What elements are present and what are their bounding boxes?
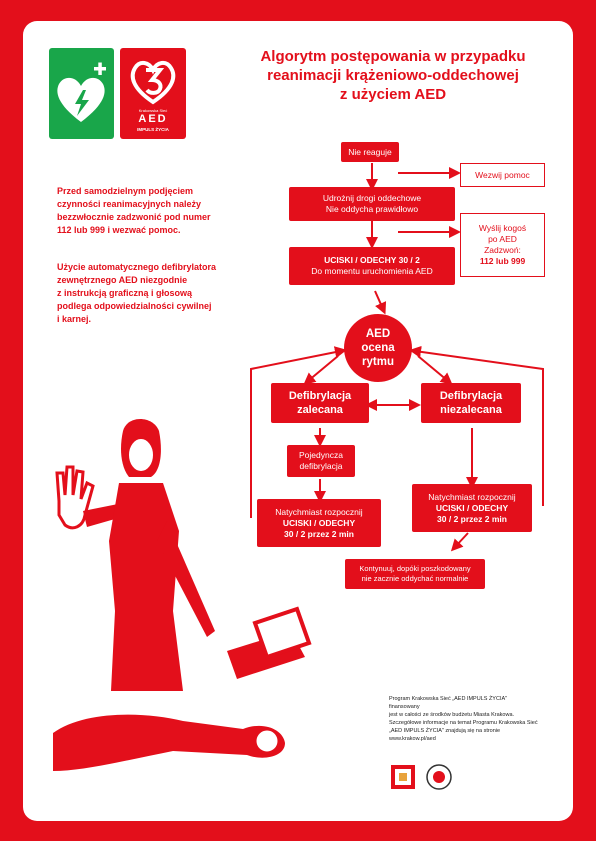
cpr-main-sub: Do momentu uruchomienia AED — [311, 266, 433, 276]
flowchart-arrows — [250, 163, 544, 552]
arrow-loop-right — [409, 345, 544, 506]
logo-aed-text: AED — [138, 113, 168, 125]
arrow-loop-left — [250, 346, 347, 518]
heart-aed-icon — [57, 62, 106, 122]
arrow-cpr-to-aed — [374, 290, 387, 315]
title-line-3: z użyciem AED — [339, 86, 447, 103]
aed-impuls-logo: Krakowska Sieć AED IMPULS ŻYCIA — [120, 48, 186, 139]
intro-paragraph-call: Przed samodzielnym podjęciem czynności r… — [57, 186, 211, 235]
box-defib-not-recommended: Defibrylacja niezalecana — [421, 383, 521, 423]
aed-green-logo — [49, 48, 114, 139]
cpr-main-title: UCISKI / ODECHY 30 / 2 — [324, 255, 420, 265]
immediate-left-line-1: Natychmiast rozpocznij — [275, 506, 363, 517]
immediate-right-line-2: UCISKI / ODECHY — [435, 502, 509, 513]
immediate-left-line-2: UCISKI / ODECHY — [282, 517, 356, 528]
box-defib-recommended: Defibrylacja zalecana — [271, 383, 369, 423]
rescuer-illustration — [53, 419, 312, 771]
box-no-response: Nie reaguje — [341, 142, 399, 162]
arrow-to-continue — [450, 532, 469, 552]
arrow-aed-to-recommended — [303, 355, 339, 385]
logo-program-text: IMPULS ŻYCIA — [137, 127, 169, 132]
title-line-2: reanimacji krążeniowo-oddechowej — [267, 67, 519, 84]
intro-paragraph-liability: Użycie automatycznego defibrylatora zewn… — [57, 262, 217, 324]
circle-aed-assess: AED ocena rytmu — [344, 314, 412, 382]
city-seal-icon — [426, 764, 452, 790]
poster-title: Algorytm postępowania w przypadku reanim… — [228, 47, 558, 104]
footer-program-info: Program Krakowska Sieć „AED IMPULS ŻYCIA… — [389, 696, 538, 742]
send-someone-text: Wyślij kogoś po AED Zadzwoń: — [478, 223, 527, 255]
immediate-right-line-3: 30 / 2 przez 2 min — [437, 513, 507, 524]
immediate-right-line-1: Natychmiast rozpocznij — [428, 491, 516, 502]
box-cpr-main: UCISKI / ODECHY 30 / 2 Do momentu urucho… — [289, 247, 455, 285]
box-immediate-left: Natychmiast rozpocznij UCISKI / ODECHY 3… — [257, 499, 381, 547]
box-call-help: Wezwij pomoc — [460, 163, 545, 187]
aed-heart-logo-icon — [130, 61, 176, 105]
box-single-defib: Pojedyncza defibrylacja — [287, 445, 355, 477]
arrow-aed-to-not-recommended — [417, 355, 453, 385]
send-someone-numbers: 112 lub 999 — [479, 256, 526, 266]
immediate-left-line-3: 30 / 2 przez 2 min — [284, 528, 354, 539]
box-send-someone: Wyślij kogoś po AED Zadzwoń: 112 lub 999 — [460, 213, 545, 277]
box-airway: Udrożnij drogi oddechowe Nie oddycha pra… — [289, 187, 455, 221]
title-line-1: Algorytm postępowania w przypadku — [260, 48, 526, 65]
poster: Krakowska Sieć AED IMPULS ŻYCIA Algorytm… — [23, 21, 573, 821]
box-immediate-right: Natychmiast rozpocznij UCISKI / ODECHY 3… — [412, 484, 532, 532]
box-continue: Kontynuuj, dopóki poszkodowany nie zaczn… — [345, 559, 485, 589]
logo-network-text: Krakowska Sieć — [138, 108, 168, 113]
krakow-coat-of-arms-icon — [391, 765, 415, 789]
